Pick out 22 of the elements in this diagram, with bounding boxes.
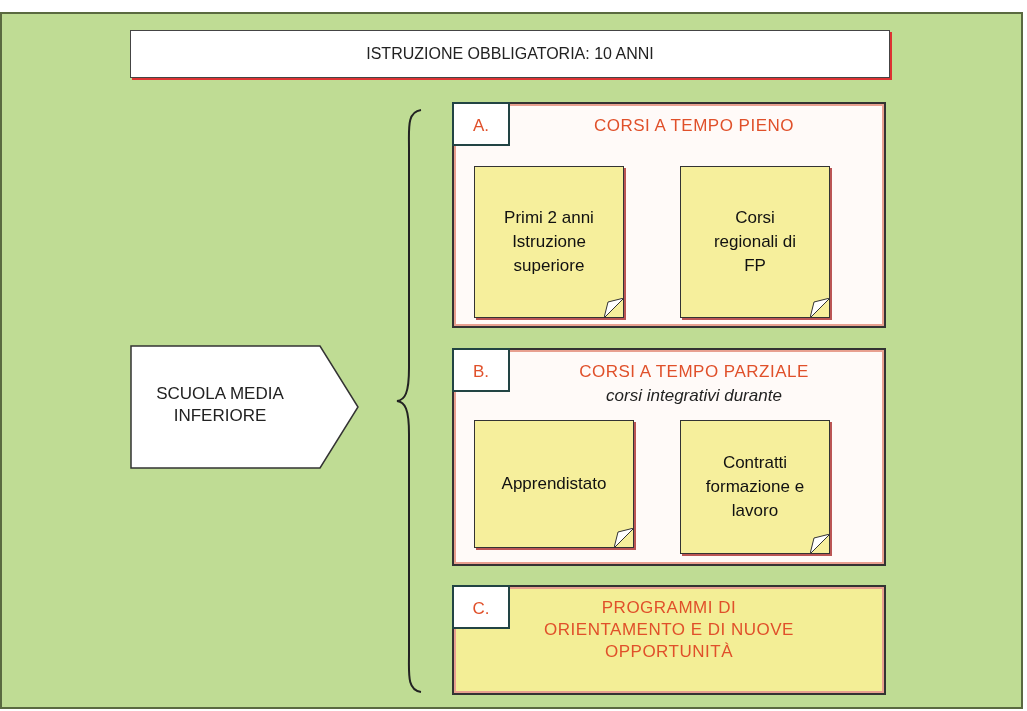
section-panel [452,102,886,328]
section-heading: CORSI A TEMPO PIENO [593,116,795,136]
section-heading: CORSI A TEMPO PARZIALE [578,362,810,382]
section-tab: C. [452,585,510,629]
section-subheading: corsi integrativi durante [605,386,783,406]
node-text: SCUOLA MEDIA INFERIORE [155,383,285,427]
sticky-note [474,166,624,318]
pentagon-arrow [130,345,360,469]
section-tab: A. [452,102,510,146]
sticky-note [474,420,634,548]
note-text: Primi 2 anni Istruzione superiore [503,207,595,277]
note-text: Contratti formazione e lavoro [704,452,806,522]
title-text: ISTRUZIONE OBBLIGATORIA: 10 ANNI [365,45,655,63]
sticky-note [680,420,830,554]
title-box [130,30,890,78]
note-text: Apprendistato [500,473,608,495]
section-panel [452,348,886,566]
note-text: Corsi regionali di FP [712,207,798,277]
sticky-note [680,166,830,318]
section-tab: B. [452,348,510,392]
section-panel [452,585,886,695]
section-heading: PROGRAMMI DI ORIENTAMENTO E DI NUOVE OPPORTUNITÀ [544,597,794,663]
